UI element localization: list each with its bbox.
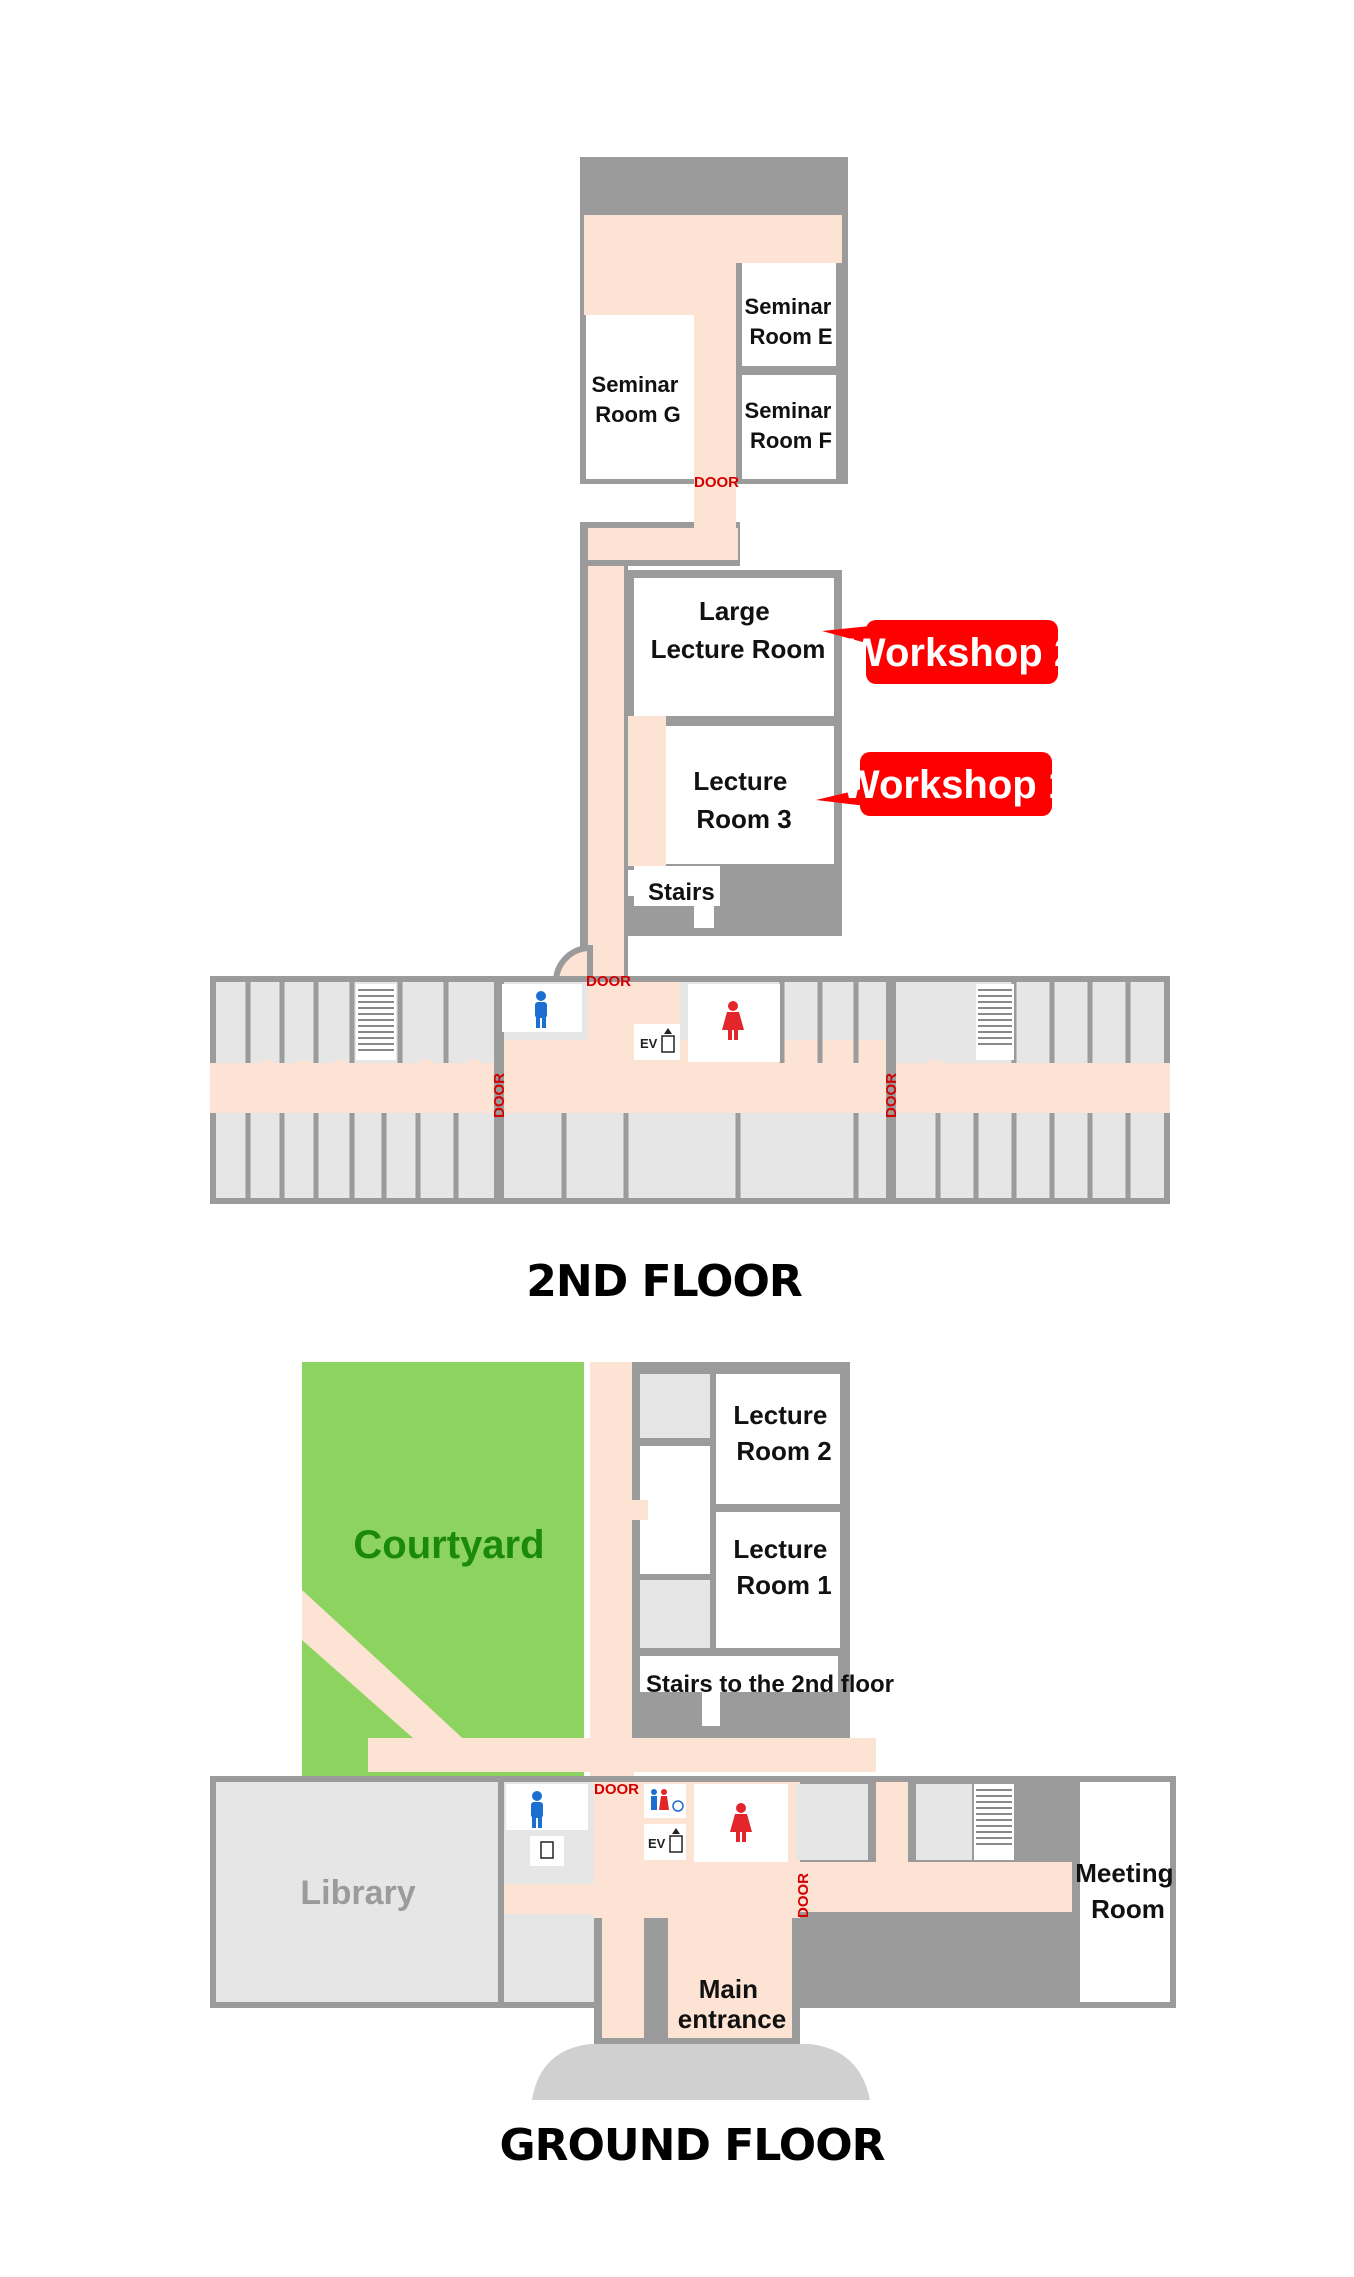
door-label: DOOR [491,1073,508,1118]
library-label: Library [300,1874,415,1912]
seminar-room-e[interactable] [742,263,836,366]
ground-floor-plan: Courtyard [210,1362,1180,2171]
male-toilet-icon [535,991,547,1028]
meeting-room[interactable] [1078,1782,1170,2002]
courtyard-label: Courtyard [353,1523,544,1567]
elevator-icon: EV [648,1828,683,1853]
door-label: DOOR [883,1073,900,1118]
ground-small-room-1 [640,1374,710,1438]
lecture-room-2-label: Lecture Room 2 [733,1400,834,1466]
workshop-1-callout[interactable]: Workshop 1 [816,752,1070,816]
meeting-room-label: Meeting Room [1075,1858,1180,1924]
seminar-room-f[interactable] [742,375,836,479]
second-door-gaps [262,1060,942,1068]
ground-utility-room [530,1836,564,1866]
lecture-room-3[interactable] [666,726,834,864]
workshop-2-callout[interactable]: Workshop 2 [822,620,1076,684]
stairs-label-2f: Stairs [648,879,715,906]
ground-east-room-a [796,1784,868,1860]
east-fire-wall [886,976,896,1204]
ground-bottom-dividers [849,1912,1077,2002]
connector-curve [552,944,593,985]
west-fire-wall [494,976,504,1204]
male-toilet-icon [531,1791,543,1828]
ground-east-link [876,1782,908,1872]
elevator-icon: EV [640,1028,675,1053]
seminar-room-g[interactable] [586,315,694,479]
north-corridor-left [584,263,694,315]
ground-door-gap [632,1500,648,1520]
lecture-side-corridor [628,716,666,866]
female-toilet-icon [730,1803,752,1842]
entrance-canopy [532,2044,870,2100]
svg-text:EV: EV [648,1836,666,1851]
ground-east-room-b [916,1784,972,1860]
second-floor-plan: EV DOOR DOOR DOOR DOOR Seminar Room E Se… [210,157,1170,1307]
stairs-icon [974,1784,1014,1860]
ground-west-corridor [504,1884,594,1914]
lecture-room-2[interactable] [716,1374,840,1504]
ground-stairs-landing [640,1656,838,1692]
ground-floor-title: GROUND FLOOR [499,2120,884,2171]
ground-cross-corridor [368,1738,876,1772]
stairs-icon [976,984,1014,1060]
seminar-room-e-label: Seminar Room E [745,294,838,349]
svg-text:Workshop 2: Workshop 2 [848,631,1076,675]
elevator-gf[interactable] [644,1824,686,1860]
door-label: DOOR [594,1781,639,1798]
second-floor-title: 2ND FLOOR [526,1256,802,1307]
stairs-step [628,870,638,896]
connector-link [694,480,736,560]
main-entrance-label: Main entrance [678,1974,786,2034]
svg-text:EV: EV [640,1036,658,1051]
seminar-room-g-label: Seminar Room G [592,372,685,427]
library[interactable] [216,1782,498,2002]
utility-icon [540,1841,554,1859]
stairs-icon [356,984,396,1060]
second-bottom-room-dividers [245,1113,1131,1198]
connector-corridor [588,522,624,982]
ground-corridor-niche [640,1446,710,1574]
door-label: DOOR [795,1873,812,1918]
large-lecture-room-label: Large Lecture Room [651,596,826,664]
male-toilet-gf[interactable] [506,1784,588,1830]
east-room [906,984,972,1034]
door-label: DOOR [694,474,739,491]
entrance-hall [668,1918,792,2038]
female-toilet-icon [722,1001,744,1040]
seminar-room-f-label: Seminar Room F [745,398,838,453]
door-label: DOOR [586,973,631,990]
ground-stairs-run [702,1656,720,1726]
lecture-room-1[interactable] [716,1512,840,1648]
ground-west-room [504,1922,594,2002]
lecture-room-3-label: Lecture Room 3 [693,766,794,834]
meeting-room-wall [1072,1776,1080,2008]
accessible-toilet-icon [651,1789,684,1812]
large-lecture-room[interactable] [634,578,834,716]
entrance-left-passage [602,1918,644,2038]
ground-east-corridor [800,1862,1076,1912]
ground-north-corridor [590,1362,634,1782]
ground-small-room-2 [640,1580,710,1648]
stairs-run [694,866,714,928]
svg-text:Workshop 1: Workshop 1 [842,763,1070,807]
courtyard: Courtyard [302,1362,584,1776]
elevator-2f[interactable] [634,1024,680,1060]
lecture-room-1-label: Lecture Room 1 [733,1534,834,1600]
stairs-label-gf: Stairs to the 2nd floor [646,1671,894,1698]
